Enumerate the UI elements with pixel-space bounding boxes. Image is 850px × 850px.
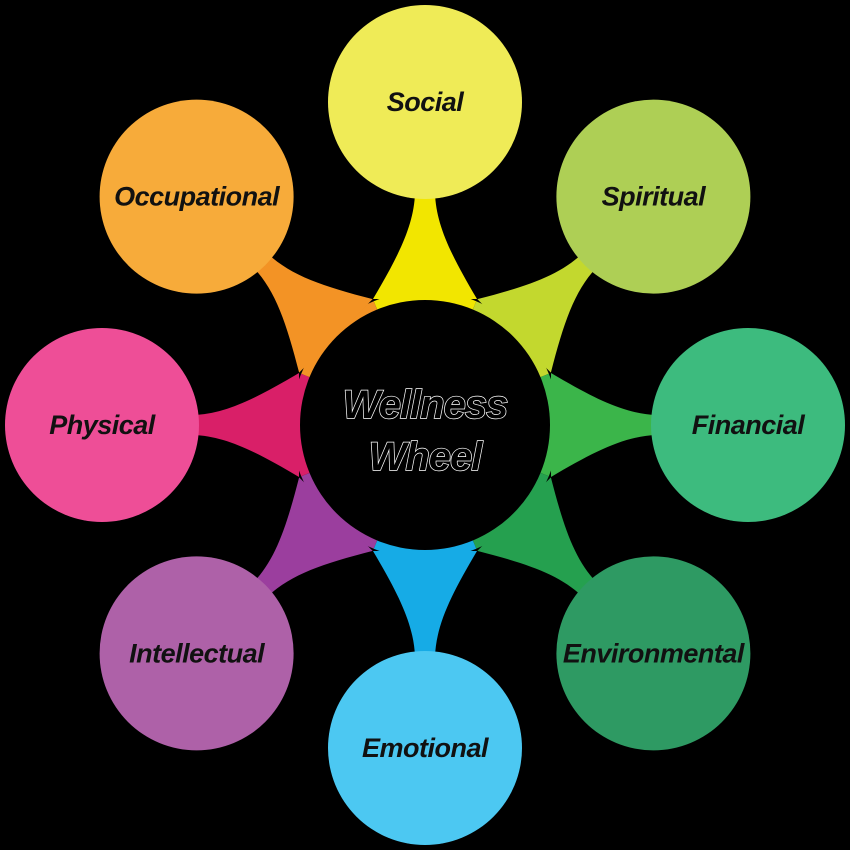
bubble-environmental: Environmental: [556, 556, 751, 751]
connector-social: [373, 169, 477, 299]
bubble-circle-social: [328, 5, 522, 199]
bubble-occupational: Occupational: [99, 99, 294, 294]
bubble-label-spiritual: Spiritual: [602, 182, 707, 212]
connector-environmental: [477, 477, 618, 618]
bubble-label-intellectual: Intellectual: [129, 638, 265, 668]
bubble-label-physical: Physical: [49, 410, 156, 440]
bubble-emotional: Emotional: [328, 651, 522, 845]
bubble-label-occupational: Occupational: [114, 182, 280, 212]
bubble-circle-spiritual: [556, 99, 751, 294]
center-title-line2: Wheel: [369, 435, 484, 479]
connector-stems: [169, 169, 681, 681]
connector-occupational: [232, 232, 373, 373]
bubble-circle-occupational: [99, 99, 294, 294]
bubble-physical: Physical: [5, 328, 199, 522]
bubble-social: Social: [328, 5, 522, 199]
connector-physical: [169, 373, 299, 477]
bubble-intellectual: Intellectual: [99, 556, 294, 751]
bubble-label-financial: Financial: [692, 410, 806, 440]
bubble-circle-emotional: [328, 651, 522, 845]
connector-intellectual: [232, 477, 373, 618]
bubble-circle-intellectual: [99, 556, 294, 751]
segment-bubbles: SocialSpiritualFinancialEnvironmentalEmo…: [5, 5, 845, 845]
connector-spiritual: [477, 232, 618, 373]
center-hub: [300, 300, 550, 550]
bubble-financial: Financial: [651, 328, 845, 522]
connector-financial: [551, 373, 681, 477]
center-title-line1: Wellness: [343, 383, 508, 427]
connector-emotional: [373, 551, 477, 681]
bubble-label-social: Social: [387, 87, 465, 117]
bubble-label-emotional: Emotional: [362, 733, 489, 763]
bubble-circle-physical: [5, 328, 199, 522]
bubble-label-environmental: Environmental: [563, 638, 745, 668]
bubble-circle-financial: [651, 328, 845, 522]
bubble-circle-environmental: [556, 556, 751, 751]
bubble-spiritual: Spiritual: [556, 99, 751, 294]
